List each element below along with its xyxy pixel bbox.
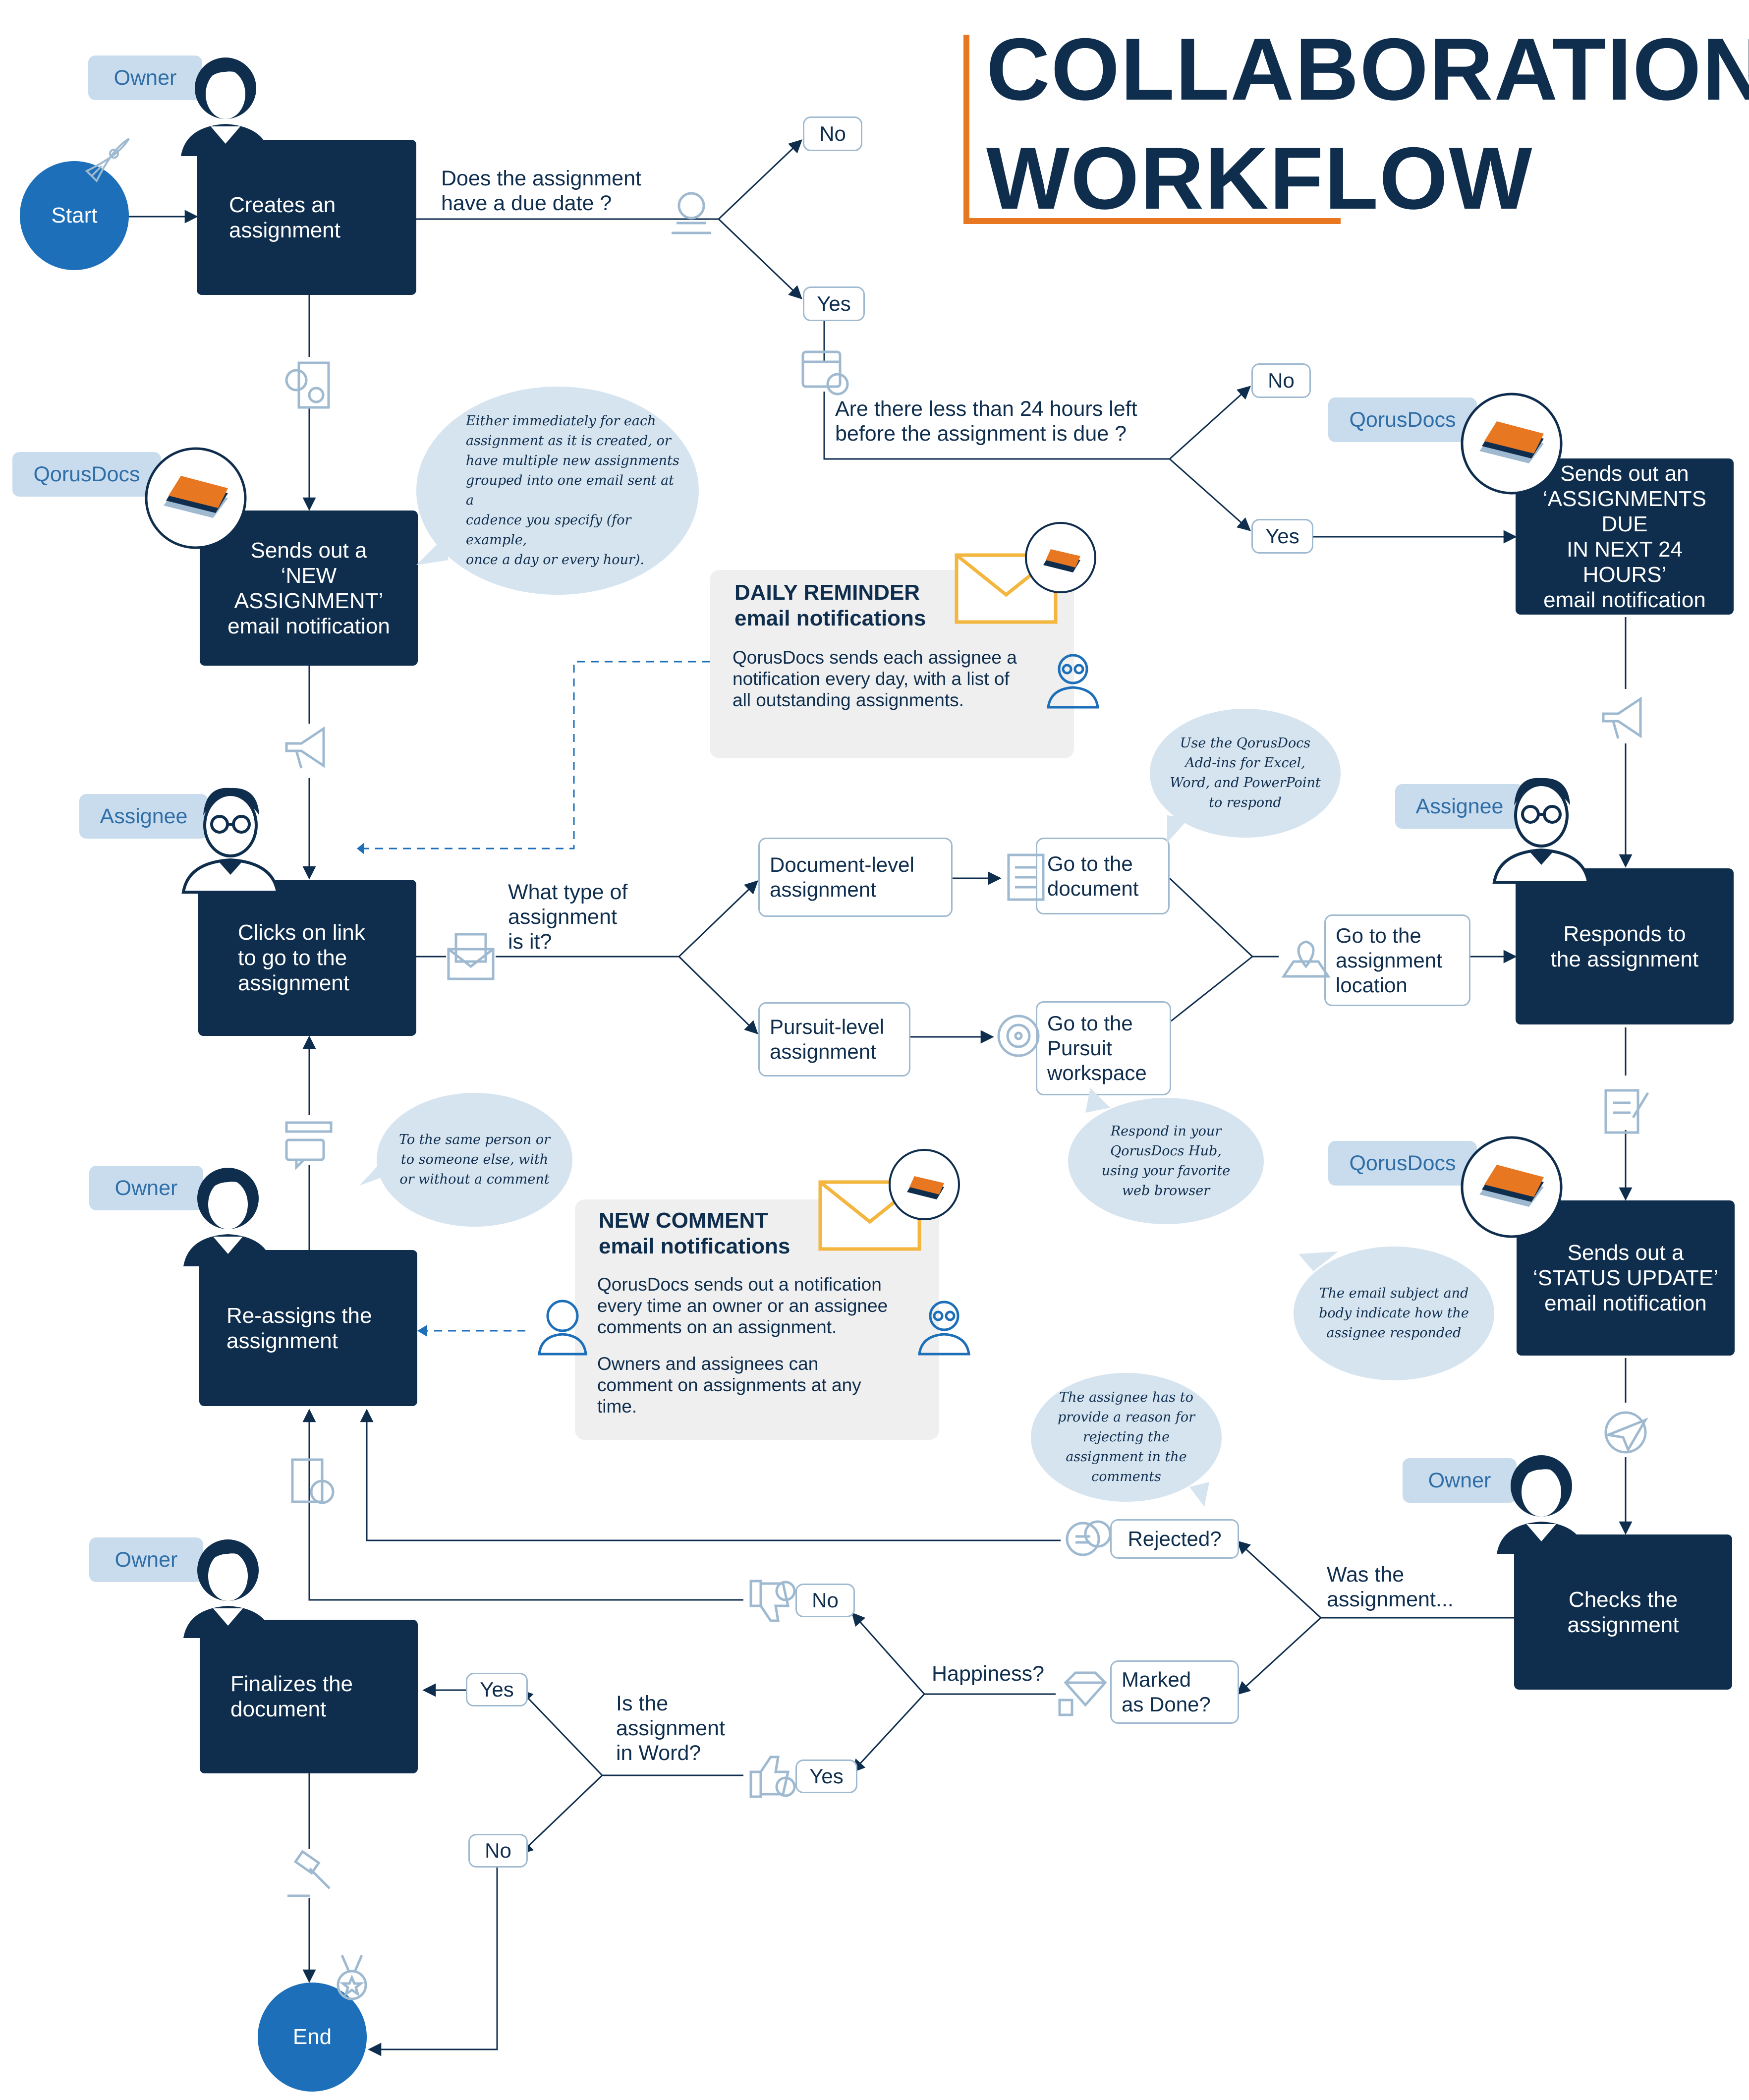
question-in-word: Is the assignment in Word? xyxy=(616,1692,725,1765)
role-assignee: Assignee xyxy=(1395,784,1524,829)
role-owner: Owner xyxy=(88,56,202,100)
rocket-icon xyxy=(85,138,130,183)
step-sends-status-update: Sends out a ‘STATUS UPDATE’ email notifi… xyxy=(1517,1200,1735,1356)
question-due-date: Does the assignment have a due date ? xyxy=(441,167,641,215)
megaphone-icon xyxy=(285,726,325,769)
lightbulb-hand-icon xyxy=(672,192,711,234)
diamond-icon xyxy=(1058,1671,1107,1716)
envelope-doc-icon xyxy=(447,933,495,980)
thumbs-up-icon xyxy=(749,1756,796,1798)
thumbs-down-icon xyxy=(749,1580,796,1622)
step-responds: Responds to the assignment xyxy=(1516,868,1734,1024)
role-assignee: Assignee xyxy=(79,794,208,839)
step-sends-new-assignment: Sends out a ‘NEW ASSIGNMENT’ email notif… xyxy=(200,511,418,666)
person-icon xyxy=(538,1300,587,1356)
new-comment-title: NEW COMMENT email notifications xyxy=(599,1208,790,1258)
option-yes: Yes xyxy=(803,286,865,321)
note-new-assignment: Either immediately for each assignment a… xyxy=(416,387,699,595)
person-icon xyxy=(918,1301,970,1356)
role-qorusdocs: QorusDocs xyxy=(12,452,161,497)
note-reassign: To the same person or to someone else, w… xyxy=(377,1093,572,1227)
calendar-clock-icon xyxy=(801,350,849,396)
role-owner: Owner xyxy=(1403,1458,1517,1503)
option-yes: Yes xyxy=(466,1673,528,1706)
document-refresh-icon xyxy=(291,1458,335,1504)
megaphone-icon xyxy=(1602,696,1642,739)
option-no: No xyxy=(468,1834,528,1868)
new-comment-text-2: Owners and assignees can comment on assi… xyxy=(597,1354,861,1417)
new-comment-text-1: QorusDocs sends out a notification every… xyxy=(597,1274,888,1337)
target-icon xyxy=(997,1015,1040,1057)
pencil-chat-icon xyxy=(285,1121,333,1170)
owner-avatar-icon xyxy=(183,1168,273,1266)
option-no: No xyxy=(803,116,862,151)
envelope-icon xyxy=(818,1149,960,1251)
step-checks-assignment: Checks the assignment xyxy=(1514,1534,1732,1690)
option-no: No xyxy=(795,1584,855,1617)
note-rejection-reason: The assignee has to provide a reason for… xyxy=(1031,1373,1222,1502)
role-owner: Owner xyxy=(89,1537,203,1582)
step-creates-assignment: Creates an assignment xyxy=(197,140,416,295)
step-sends-due-notification: Sends out an ‘ASSIGNMENTS DUE IN NEXT 24… xyxy=(1516,458,1734,615)
role-owner: Owner xyxy=(89,1166,203,1210)
note-addins: Use the QorusDocs Add-ins for Excel, Wor… xyxy=(1150,709,1341,838)
chat-icon xyxy=(1066,1520,1112,1556)
question-was-the-assignment: Was the assignment... xyxy=(1327,1563,1454,1611)
person-icon xyxy=(1047,654,1099,709)
question-assignment-type: What type of assignment is it? xyxy=(508,880,628,954)
daily-reminder-title: DAILY REMINDER email notifications xyxy=(734,580,926,630)
option-pursuit-level: Pursuit-level assignment xyxy=(758,1002,910,1077)
owner-avatar-icon xyxy=(1497,1455,1586,1554)
qorusdocs-logo-icon xyxy=(145,447,247,549)
owner-avatar-icon xyxy=(181,57,270,156)
step-reassigns: Re-assigns the assignment xyxy=(199,1250,417,1406)
paper-plane-icon xyxy=(1603,1411,1648,1454)
option-go-to-document: Go to the document xyxy=(1036,838,1170,914)
option-rejected: Rejected? xyxy=(1110,1519,1239,1559)
role-qorusdocs: QorusDocs xyxy=(1328,397,1477,442)
envelope-icon xyxy=(955,522,1096,624)
step-finalizes: Finalizes the document xyxy=(200,1620,418,1773)
gear-document-icon xyxy=(285,361,330,409)
option-document-level: Document-level assignment xyxy=(758,838,953,917)
end-node: End xyxy=(258,1983,367,2092)
start-node: Start xyxy=(20,161,129,270)
gavel-icon xyxy=(287,1850,331,1897)
document-icon xyxy=(1007,853,1045,901)
option-no: No xyxy=(1251,363,1311,398)
question-less-24-hours: Are there less than 24 hours left before… xyxy=(835,397,1137,446)
question-happiness: Happiness? xyxy=(932,1662,1045,1686)
daily-reminder-text: QorusDocs sends each assignee a notifica… xyxy=(733,647,1017,710)
qorusdocs-logo-icon xyxy=(1461,1136,1563,1238)
option-go-to-pursuit: Go to the Pursuit workspace xyxy=(1036,1001,1171,1095)
map-pin-icon xyxy=(1281,940,1331,978)
assignee-avatar-icon xyxy=(1492,778,1590,884)
medal-icon xyxy=(337,1955,367,2000)
qorusdocs-logo-icon xyxy=(1461,393,1563,495)
note-hub: Respond in your QorusDocs Hub, using you… xyxy=(1068,1098,1264,1224)
owner-avatar-icon xyxy=(183,1539,273,1638)
option-marked-done: Marked as Done? xyxy=(1110,1660,1239,1724)
option-yes: Yes xyxy=(795,1759,857,1793)
assignee-avatar-icon xyxy=(181,788,280,894)
step-clicks-link: Clicks on link to go to the assignment xyxy=(198,880,416,1036)
option-yes: Yes xyxy=(1251,519,1313,554)
note-status-update: The email subject and body indicate how … xyxy=(1294,1247,1494,1380)
edit-form-icon xyxy=(1604,1089,1649,1134)
page-title: COLLABORATION WORKFLOW xyxy=(986,20,1749,227)
role-qorusdocs: QorusDocs xyxy=(1328,1141,1477,1186)
option-go-to-location: Go to the assignment location xyxy=(1324,914,1470,1006)
